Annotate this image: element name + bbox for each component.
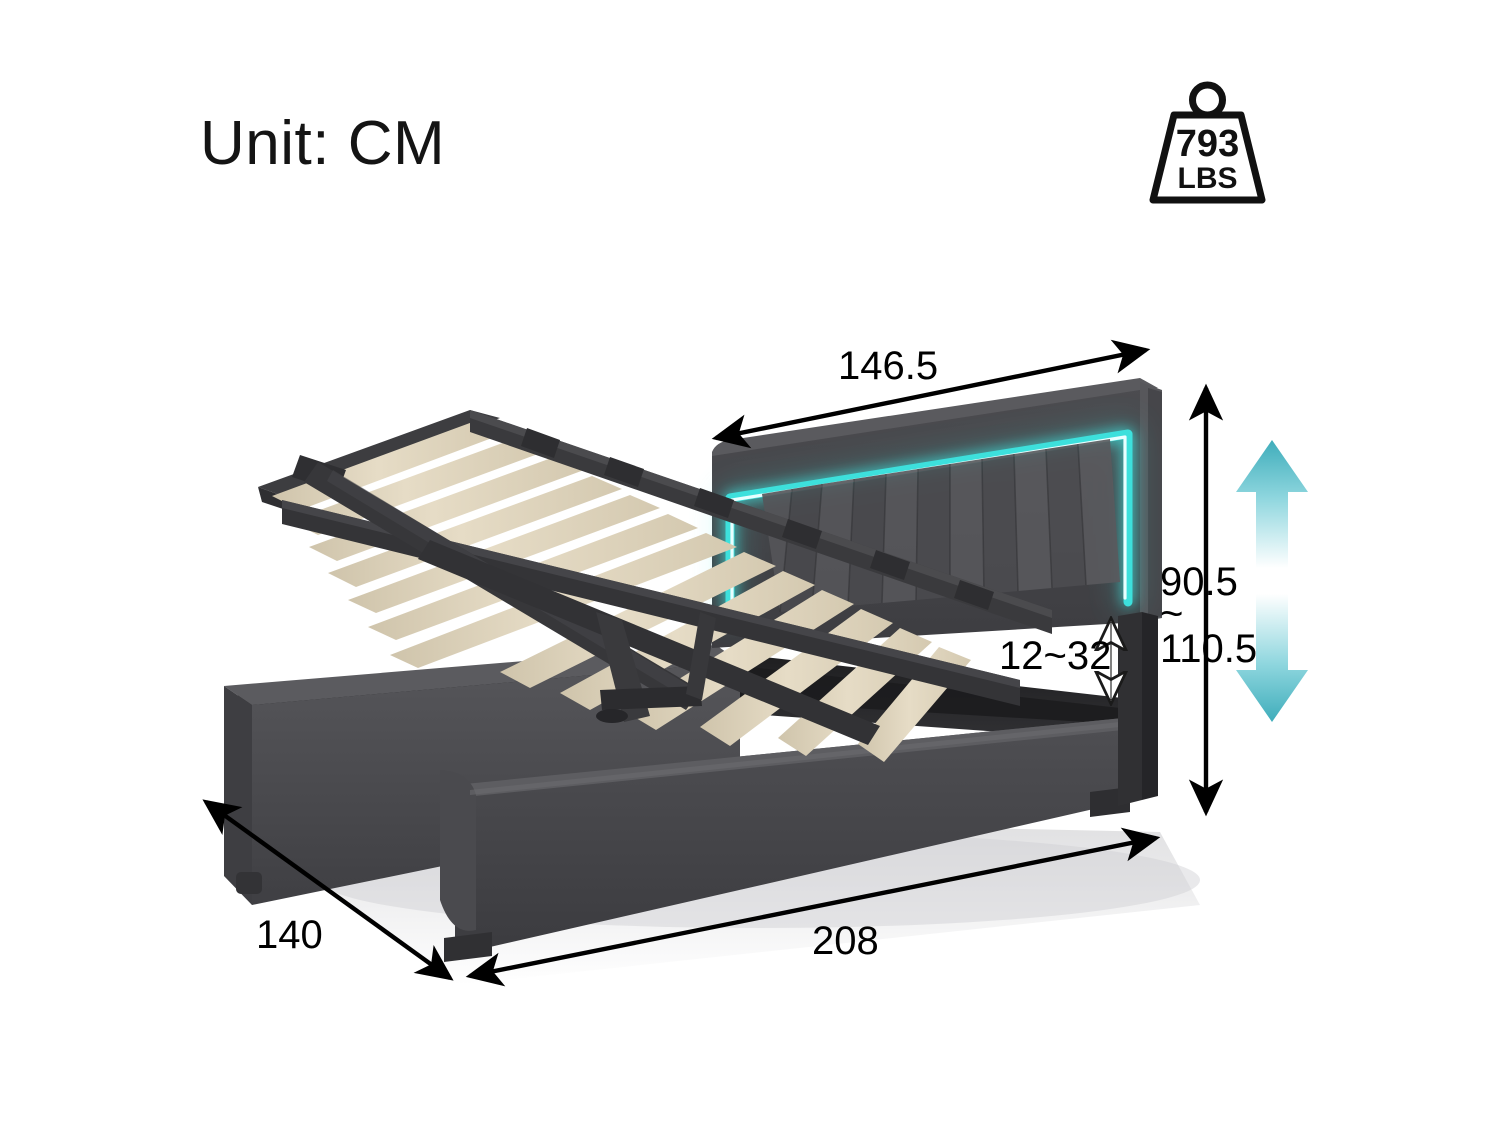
weight-unit: LBS bbox=[1178, 162, 1238, 195]
platform-brackets bbox=[521, 428, 994, 610]
dimension-arrow-width bbox=[711, 339, 1151, 449]
weight-value: 793 bbox=[1176, 123, 1239, 165]
height-range-separator: ~ bbox=[1160, 592, 1184, 636]
height-adjust-arrow-up bbox=[1236, 440, 1308, 568]
dimension-label-depth: 140 bbox=[256, 913, 323, 957]
dimension-label-gap: 12~32 bbox=[999, 634, 1112, 678]
page-title: Unit: CM bbox=[200, 109, 446, 178]
lift-platform bbox=[258, 410, 1052, 762]
dimension-arrow-length bbox=[465, 827, 1161, 987]
height-max: 90.5 bbox=[1160, 560, 1238, 604]
headboard-leg bbox=[1118, 612, 1142, 806]
weight-icon: 793 LBS bbox=[1140, 78, 1275, 213]
headboard-leg bbox=[1142, 612, 1158, 800]
gas-lift-mechanism bbox=[596, 612, 716, 723]
dimension-label-height: 90.5 ~ 110.5 bbox=[1160, 562, 1257, 669]
height-adjust-arrow-down bbox=[1236, 594, 1308, 722]
headboard-tufting bbox=[762, 439, 1120, 613]
dimension-arrow-depth bbox=[202, 799, 454, 981]
dimension-label-width: 146.5 bbox=[838, 344, 939, 388]
height-min: 110.5 bbox=[1160, 626, 1258, 671]
dimension-label-length: 208 bbox=[812, 919, 879, 963]
bed-foot bbox=[236, 872, 262, 894]
